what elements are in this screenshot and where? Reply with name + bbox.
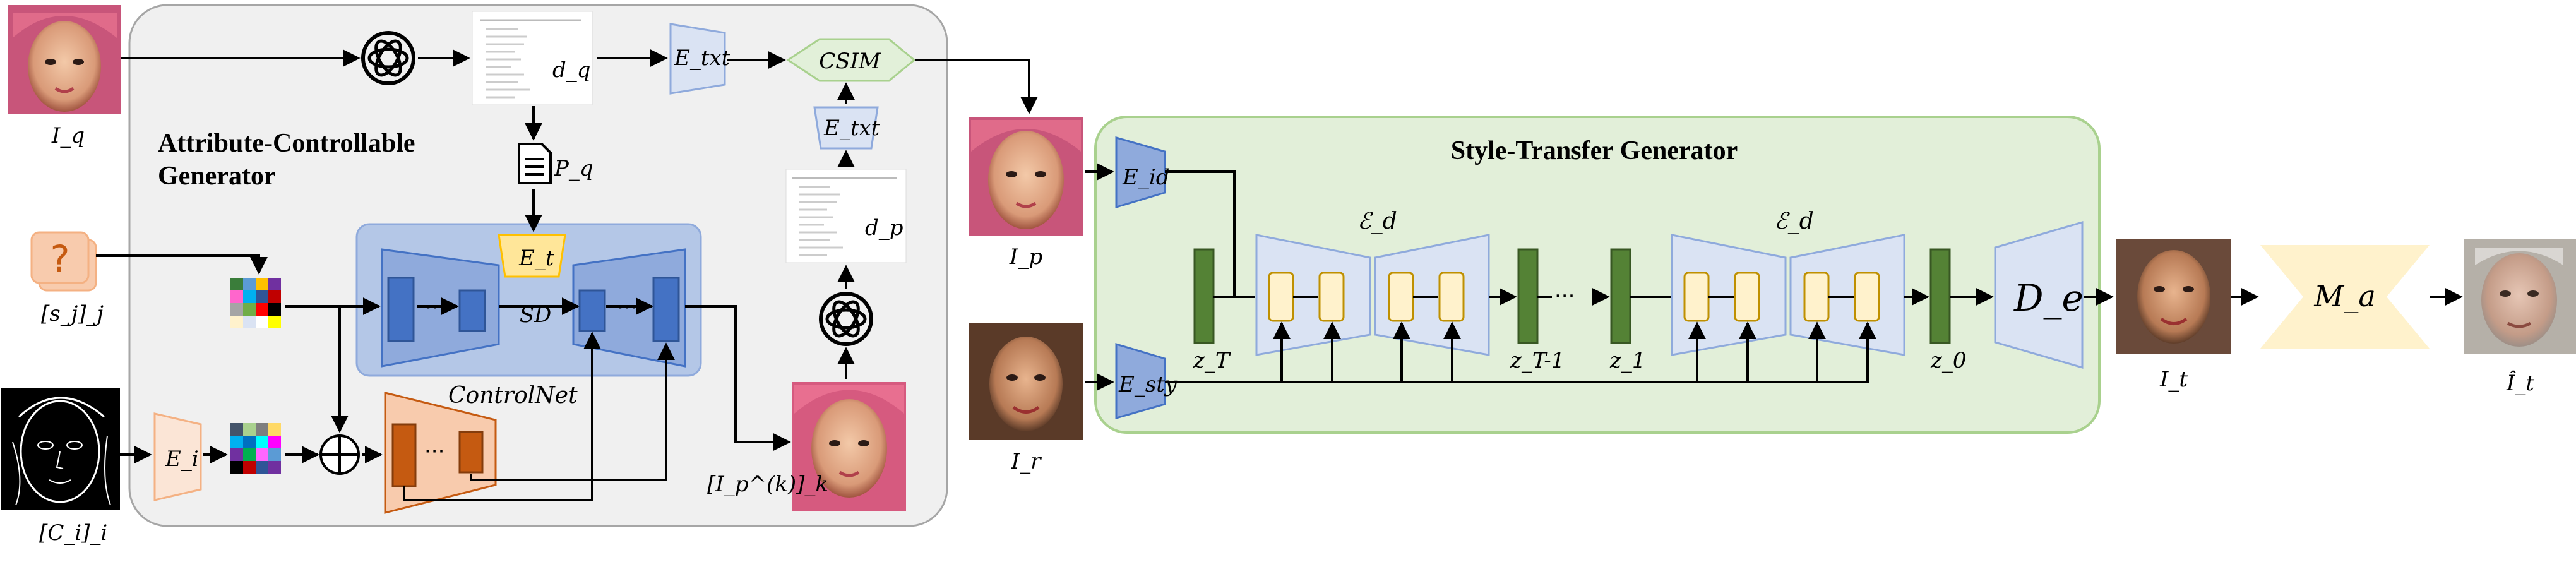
label-E-i: E_i xyxy=(165,446,199,472)
denoiser-block xyxy=(1734,272,1760,322)
sd-block xyxy=(652,277,680,342)
label-eps-d-1: ℰ_d xyxy=(1357,208,1397,234)
label-I-t-hat: Î_t xyxy=(2506,370,2534,396)
label-M-a: M_a xyxy=(2313,279,2376,313)
label-z-1: z_1 xyxy=(1609,348,1646,373)
label-controlnet: ControlNet xyxy=(448,383,578,409)
query-face-image xyxy=(8,5,121,114)
latent-dots: ··· xyxy=(1554,284,1575,309)
attribute-embedding-grid xyxy=(230,278,281,328)
denoiser-block xyxy=(1683,272,1710,322)
style-transfer-panel xyxy=(1094,116,2101,434)
label-z-T-1: z_T-1 xyxy=(1510,348,1565,373)
label-E-txt-mid: E_txt xyxy=(823,116,880,141)
latent-z-1 xyxy=(1610,248,1631,344)
denoiser-block xyxy=(1318,272,1345,322)
aged-face-image xyxy=(2464,239,2576,354)
label-I-p: I_p xyxy=(1009,244,1042,270)
question-mark-icon: ? xyxy=(51,237,70,280)
label-d-q: d_q xyxy=(552,57,591,83)
attr-gen-title-line2: Generator xyxy=(158,162,276,191)
label-I-p-k: [I_p^(k)]_k xyxy=(707,472,828,497)
controlnet-block xyxy=(458,431,484,474)
denoiser-block xyxy=(1388,272,1414,322)
generated-face-stack xyxy=(792,382,906,511)
style-gen-title: Style-Transfer Generator xyxy=(1451,136,1738,165)
denoiser-block xyxy=(1803,272,1830,322)
label-I-r: I_r xyxy=(1011,449,1042,474)
gpt-knot-icon-mid xyxy=(819,292,873,346)
denoiser-block xyxy=(1438,272,1465,322)
text-encoder-sd xyxy=(498,234,566,278)
style-encoder xyxy=(1115,342,1166,419)
sd-block xyxy=(578,289,606,332)
text-encoder-top xyxy=(669,23,726,95)
label-E-sty: E_sty xyxy=(1118,372,1178,397)
label-D-e: D_e xyxy=(2013,277,2084,320)
label-E-txt-top: E_txt xyxy=(674,45,730,71)
latent-z-0 xyxy=(1929,248,1951,344)
description-document-q xyxy=(472,11,593,105)
sketch-condition-image xyxy=(1,388,120,510)
image-encoder xyxy=(153,412,202,501)
text-encoder-mid xyxy=(813,106,879,150)
aging-model xyxy=(2260,245,2430,349)
latent-z-T xyxy=(1193,248,1215,344)
label-CSIM: CSIM xyxy=(819,49,881,74)
decoder-D-e xyxy=(1994,221,2084,369)
label-I-t: I_t xyxy=(2159,367,2188,392)
csim-node xyxy=(786,38,916,82)
label-E-id: E_id xyxy=(1122,165,1169,190)
reference-face-image xyxy=(969,323,1083,440)
label-s-j: [s_j]_j xyxy=(41,301,104,326)
condition-embedding-grid xyxy=(230,423,281,474)
label-C-i: [C_i]_i xyxy=(39,520,107,546)
pseudo-face-image xyxy=(969,117,1083,236)
controlnet-block xyxy=(391,423,417,487)
transfer-face-image xyxy=(2116,239,2231,354)
label-E-t: E_t xyxy=(518,246,554,271)
denoiser-block xyxy=(1268,272,1294,322)
attr-gen-title-line1: Attribute-Controllable xyxy=(158,129,415,158)
label-eps-d-2: ℰ_d xyxy=(1774,208,1814,234)
sd-block xyxy=(387,277,415,342)
label-I-q: I_q xyxy=(51,123,85,148)
label-z-0: z_0 xyxy=(1930,348,1967,373)
sd-block xyxy=(458,289,486,332)
gpt-knot-icon-top xyxy=(361,31,415,85)
label-d-p: d_p xyxy=(865,215,903,241)
controlnet-dots: ··· xyxy=(424,439,444,464)
sum-operator xyxy=(319,434,360,475)
document-icon xyxy=(518,143,552,184)
attr-gen-arrows xyxy=(96,49,1038,501)
style-gen-arrows xyxy=(1085,163,2463,391)
label-P-q: P_q xyxy=(554,156,593,181)
denoiser-block xyxy=(1854,272,1880,322)
latent-z-T-1 xyxy=(1517,248,1539,344)
label-z-T: z_T xyxy=(1193,348,1231,373)
description-document-p xyxy=(785,169,907,263)
identity-encoder xyxy=(1115,136,1166,209)
attribute-question-card: ? xyxy=(30,231,97,292)
